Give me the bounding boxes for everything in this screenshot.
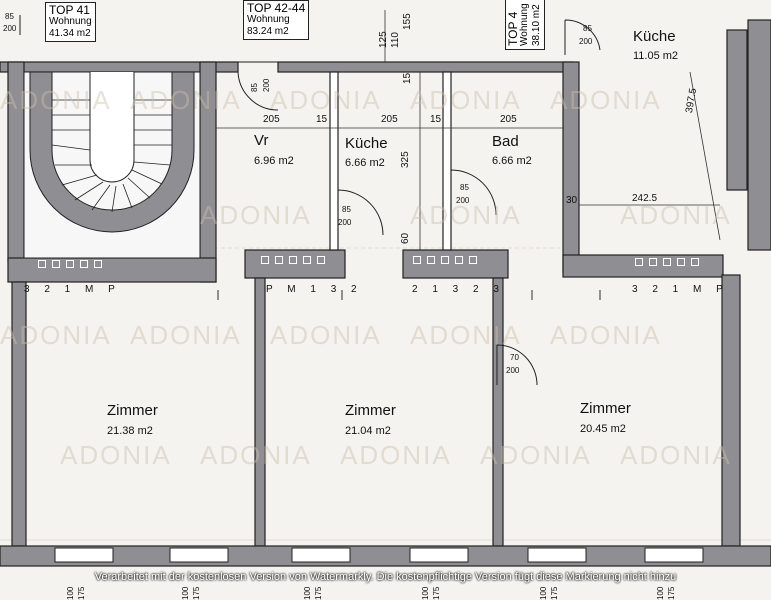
room-name: Zimmer [580, 400, 631, 417]
socket-group-icon [410, 256, 480, 267]
window-size: 100 [181, 586, 190, 600]
unit-id: TOP 41 [49, 3, 90, 17]
room-area: 21.04 m2 [345, 425, 391, 437]
window-size: 175 [192, 586, 201, 600]
socket-group-icon [35, 260, 105, 271]
window-size: 100 [421, 586, 430, 600]
socket-labels: 2 1 3 2 3 [412, 284, 505, 295]
dimension-label: 155 [402, 13, 413, 30]
dimension-label: 205 [500, 114, 517, 125]
windows [54, 547, 704, 563]
window-size: 175 [667, 586, 676, 600]
socket-labels: P M 1 3 2 [266, 284, 363, 295]
walls [0, 19, 771, 567]
door-size-w: 85 [250, 83, 259, 92]
socket-group-icon [632, 258, 702, 269]
window-size: 100 [539, 586, 548, 600]
unit-type: Wohnung [49, 16, 92, 27]
door-size-h: 200 [456, 196, 470, 205]
room-area: 6.96 m2 [254, 155, 294, 167]
doors [19, 15, 601, 386]
door-size-w: 85 [342, 205, 351, 214]
staircase [23, 71, 201, 259]
unit-area: 41.34 m2 [49, 28, 91, 39]
room-name: Zimmer [107, 402, 158, 419]
dimension-label: 15 [402, 72, 413, 84]
dimension-label: 30 [566, 195, 578, 206]
socket-labels: 3 2 1 M P [632, 284, 729, 295]
door-size-h: 200 [262, 78, 271, 92]
unit-id: TOP 42-44 [247, 1, 306, 15]
window-size: 175 [432, 586, 441, 600]
door-size-h: 200 [338, 218, 352, 227]
unit-id: TOP 4 [506, 11, 520, 46]
room-name: Küche [345, 135, 388, 152]
dimension-label: 15 [316, 114, 328, 125]
window-size: 175 [77, 586, 86, 600]
unit-area: 38.10 m2 [531, 4, 542, 46]
dimension-label: 125 [378, 31, 389, 48]
door-size-w: 85 [583, 24, 592, 33]
watermark-notice: Verarbeitet mit der kostenlosen Version … [94, 571, 677, 583]
window-size: 175 [550, 586, 559, 600]
dimension-label: 205 [263, 114, 280, 125]
dimension-label: 242.5 [632, 193, 658, 204]
room-name: Vr [254, 132, 269, 149]
window-size: 100 [303, 586, 312, 600]
unit-type: Wohnung [519, 3, 530, 46]
dimension-label: 325 [400, 151, 411, 168]
room-name: Zimmer [345, 402, 396, 419]
unit-tag-top41: TOP 41 Wohnung 41.34 m2 [45, 2, 96, 42]
socket-labels: 3 2 1 M P [24, 284, 121, 295]
unit-area: 83.24 m2 [247, 26, 289, 37]
room-area: 20.45 m2 [580, 423, 626, 435]
unit-tag-top4: TOP 4 Wohnung 38.10 m2 [505, 0, 545, 50]
window-size: 100 [656, 586, 665, 600]
room-area: 6.66 m2 [492, 155, 532, 167]
unit-type: Wohnung [247, 14, 290, 25]
window-size: 100 [66, 586, 75, 600]
door-size-h: 200 [579, 37, 593, 46]
dimension-label: 110 [390, 32, 401, 48]
socket-group-icon [258, 256, 328, 267]
room-name: Küche [633, 28, 676, 45]
room-area: 11.05 m2 [633, 50, 679, 62]
door-size-w: 70 [510, 353, 519, 362]
door-size-w: 85 [5, 12, 14, 21]
door-size-w: 85 [460, 183, 469, 192]
window-size: 175 [314, 586, 323, 600]
door-size-h: 200 [506, 366, 520, 375]
dimension-label: 15 [430, 114, 442, 125]
dimension-lines [216, 10, 721, 250]
dimension-label: 205 [381, 114, 398, 125]
room-area: 6.66 m2 [345, 157, 385, 169]
door-size-h: 200 [3, 24, 17, 33]
room-area: 21.38 m2 [107, 425, 153, 437]
dimension-label: 60 [400, 232, 411, 244]
unit-tag-top42-44: TOP 42-44 Wohnung 83.24 m2 [243, 0, 310, 40]
room-name: Bad [492, 133, 519, 150]
